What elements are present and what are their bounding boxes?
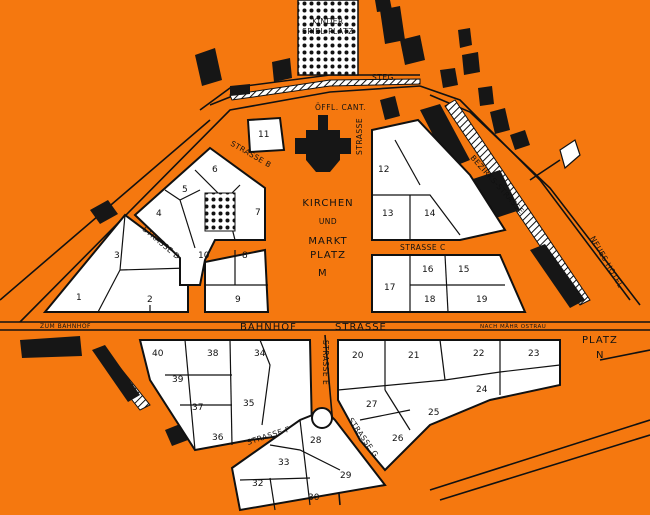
block-southwest: [138, 339, 314, 452]
block-southeast: [337, 339, 561, 472]
plot-14: 14: [424, 209, 436, 219]
kirchen-label: KIRCHEN: [302, 198, 353, 209]
plot-5: 5: [182, 185, 188, 195]
pavilion-n: [529, 139, 581, 181]
block-south: [230, 407, 387, 512]
plot-39: 39: [172, 375, 184, 385]
plot-27: 27: [366, 400, 377, 410]
strasse-c-label: STRASSE C: [400, 243, 446, 252]
plot-12: 12: [378, 165, 389, 175]
plot-37: 37: [192, 403, 203, 413]
plot-18: 18: [424, 295, 436, 305]
plot-16: 16: [422, 265, 434, 275]
plot-24: 24: [476, 385, 488, 395]
plot-20: 20: [352, 351, 364, 361]
plot-11: 11: [258, 130, 269, 140]
plot-36: 36: [212, 433, 224, 443]
plot-3: 3: [114, 251, 120, 261]
plot-26: 26: [392, 434, 404, 444]
plot-numbers: 1 2 3 4 5 6 7 8 9 10 11 12 13 14 17 16 1…: [76, 130, 539, 503]
plot-8: 8: [242, 251, 248, 261]
plot-4: 4: [156, 209, 162, 219]
block-west: [42, 116, 286, 313]
strasse-e-label: STRASSE E: [321, 340, 330, 385]
plot-9: 9: [235, 295, 241, 305]
n-label: N: [596, 350, 604, 361]
plot-35: 35: [243, 399, 254, 409]
cant-label: ÖFFL. CANT.: [315, 103, 366, 112]
plot-33: 33: [278, 458, 289, 468]
plot-7: 7: [255, 208, 261, 218]
plot-40: 40: [152, 349, 164, 359]
bahnhof-strasse-label: STRASSE: [335, 322, 387, 333]
plot-25: 25: [428, 408, 439, 418]
plot-2: 2: [147, 295, 153, 305]
m-label: M: [318, 268, 328, 279]
nach-maehr-ostrau-label: NACH MÄHR OSTRAU: [480, 323, 546, 330]
playground-label-1: KINDER: [312, 17, 343, 26]
steg-label: STEG: [372, 73, 394, 82]
church: [295, 115, 351, 172]
neues-hotel-label: NEUES HOTEL: [588, 235, 625, 290]
platz-n-label: PLATZ: [582, 335, 618, 346]
plot-22: 22: [473, 349, 484, 359]
plot-21: 21: [408, 351, 419, 361]
plot-34: 34: [254, 349, 266, 359]
plot-32: 32: [252, 479, 263, 489]
plot-29: 29: [340, 471, 352, 481]
platz-m-label: PLATZ: [310, 250, 346, 261]
plot-1: 1: [76, 293, 82, 303]
strasse-top-label: STRASSE: [355, 118, 364, 155]
bahnhof-label: BAHNHOF: [240, 322, 297, 333]
block-east: [371, 118, 527, 313]
plot-38: 38: [207, 349, 219, 359]
plot-6: 6: [212, 165, 218, 175]
zum-bahnhof-label: ZUM BAHNHOF: [40, 323, 91, 330]
und-label: UND: [319, 217, 337, 226]
plot-19: 19: [476, 295, 488, 305]
playground: KINDER SPIEL-PLATZ: [297, 0, 359, 76]
plot-23: 23: [528, 349, 539, 359]
plot-17: 17: [384, 283, 395, 293]
plot-13: 13: [382, 209, 393, 219]
markt-label: MARKT: [308, 236, 347, 247]
plot-10: 10: [198, 251, 210, 261]
plot-28: 28: [310, 436, 322, 446]
playground-label-2: SPIEL-PLATZ: [302, 27, 354, 36]
plot-15: 15: [458, 265, 469, 275]
plot-30: 30: [308, 493, 320, 503]
